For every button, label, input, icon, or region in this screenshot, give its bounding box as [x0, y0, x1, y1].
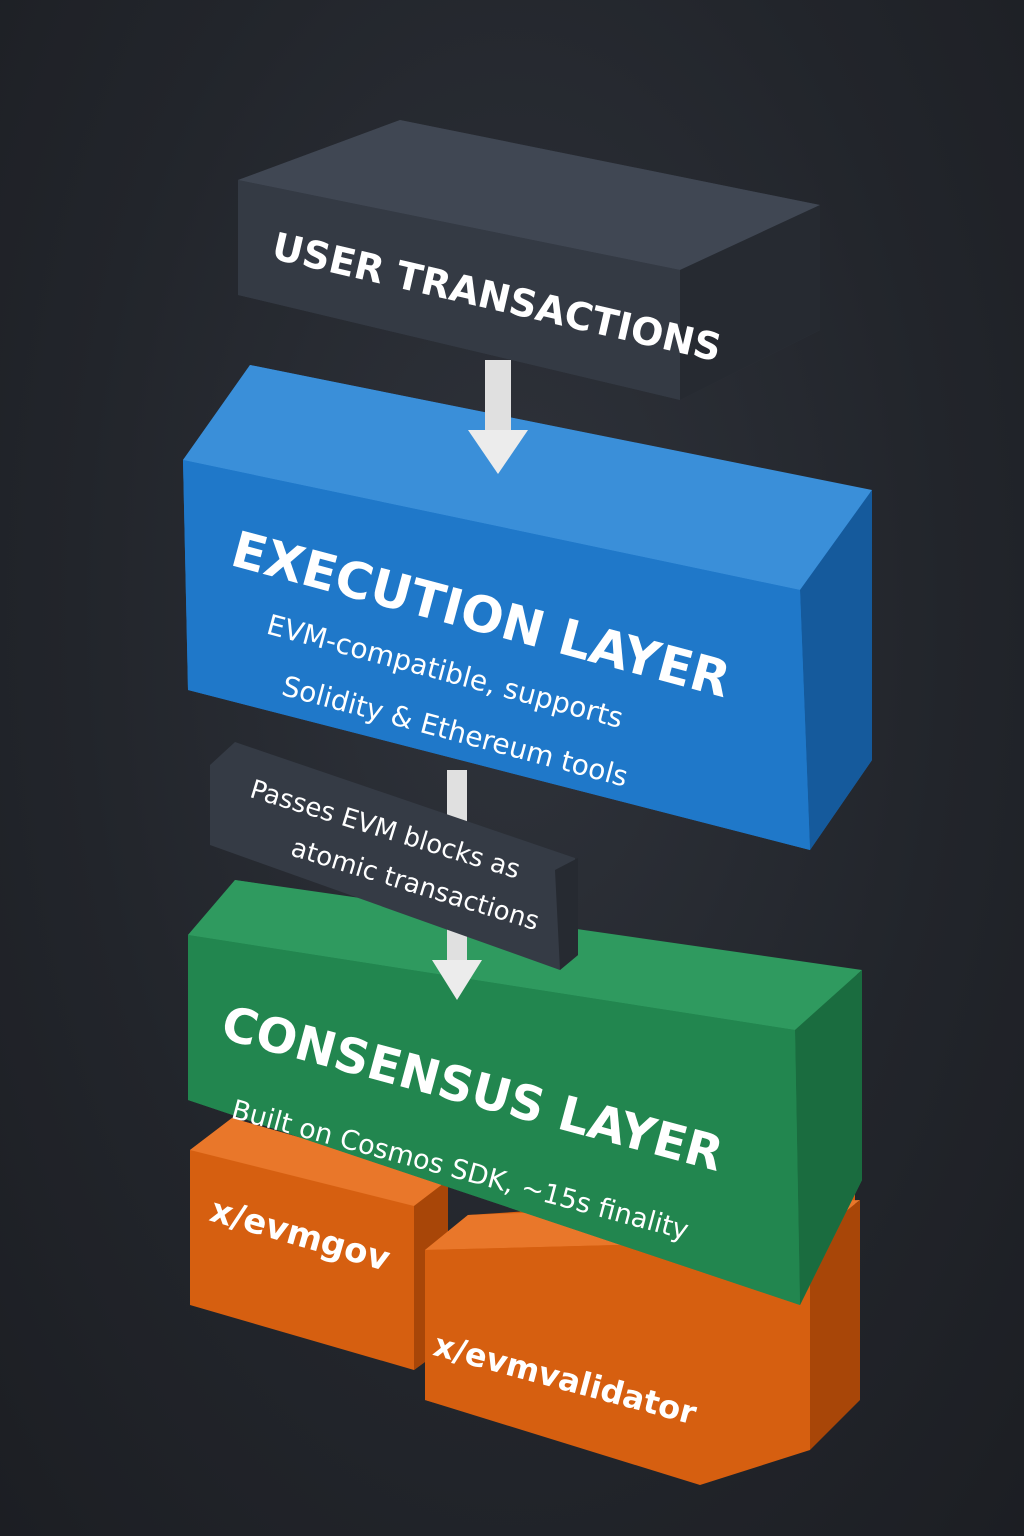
- user-transactions-block: USER TRANSACTIONS: [238, 120, 820, 400]
- arrow-user-to-execution: [468, 360, 528, 474]
- bridge-label-box: Passes EVM blocks as atomic transactions: [210, 742, 578, 970]
- module-evmgov-block: x/evmgov: [190, 1118, 448, 1370]
- bridge-label-shape: [210, 742, 578, 970]
- user-transactions-shape: [238, 120, 820, 400]
- execution-layer-shape: [183, 365, 872, 850]
- module-evmgov-shape: [190, 1118, 448, 1370]
- architecture-diagram: x/evmgov x/evmvalidator CONSENSUS LAYER …: [183, 120, 872, 1485]
- execution-layer-block: EXECUTION LAYER EVM-compatible, supports…: [183, 365, 872, 850]
